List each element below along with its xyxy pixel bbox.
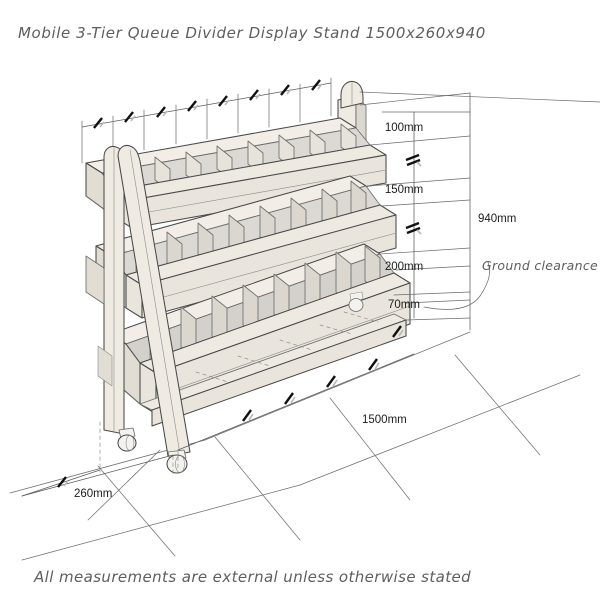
- tier-1-top: [85, 117, 387, 229]
- break-symbol-lower: [405, 221, 422, 235]
- overall-height-dimension: 940mm: [359, 91, 600, 331]
- left-end-post: [103, 146, 125, 435]
- diagonal-brace: [117, 145, 191, 457]
- break-symbol-upper: [405, 153, 422, 167]
- floor-plane: [9, 331, 581, 561]
- dim-label-940mm: 940mm: [478, 213, 516, 225]
- dim-label-1500mm: 1500mm: [362, 414, 407, 426]
- length-dimension-1500: 1500mm: [177, 311, 415, 471]
- dim-label-150mm: 150mm: [385, 184, 423, 196]
- dimension-tick-marks: [93, 79, 323, 129]
- caster-wheels: [117, 291, 364, 474]
- push-handle: [340, 81, 364, 109]
- dim-label-260mm: 260mm: [74, 488, 112, 500]
- dim-label-200mm: 200mm: [385, 261, 423, 273]
- ground-clearance-label: Ground clearance: [482, 258, 598, 273]
- ground-clearance-callout: Ground clearance: [423, 258, 598, 310]
- base-frame-rail: [139, 313, 407, 427]
- footer-note: All measurements are external unless oth…: [33, 568, 471, 586]
- dim-label-70mm: 70mm: [388, 299, 420, 311]
- top-divider-dimension-chain: [81, 77, 332, 164]
- caster-front-left: [117, 427, 137, 452]
- caster-rear-right: [348, 291, 364, 312]
- length-tick-marks: [242, 325, 404, 422]
- depth-dimension-260: 260mm: [21, 421, 174, 500]
- vertical-dimension-chain: 100mm 150mm 200mm 70mm: [359, 92, 471, 321]
- caster-front-right: [166, 449, 188, 474]
- left-rear-tier-stubs: [85, 255, 113, 387]
- page-title: Mobile 3-Tier Queue Divider Display Stan…: [18, 24, 486, 42]
- tier-2-middle: [95, 175, 397, 319]
- dim-label-100mm: 100mm: [385, 122, 423, 134]
